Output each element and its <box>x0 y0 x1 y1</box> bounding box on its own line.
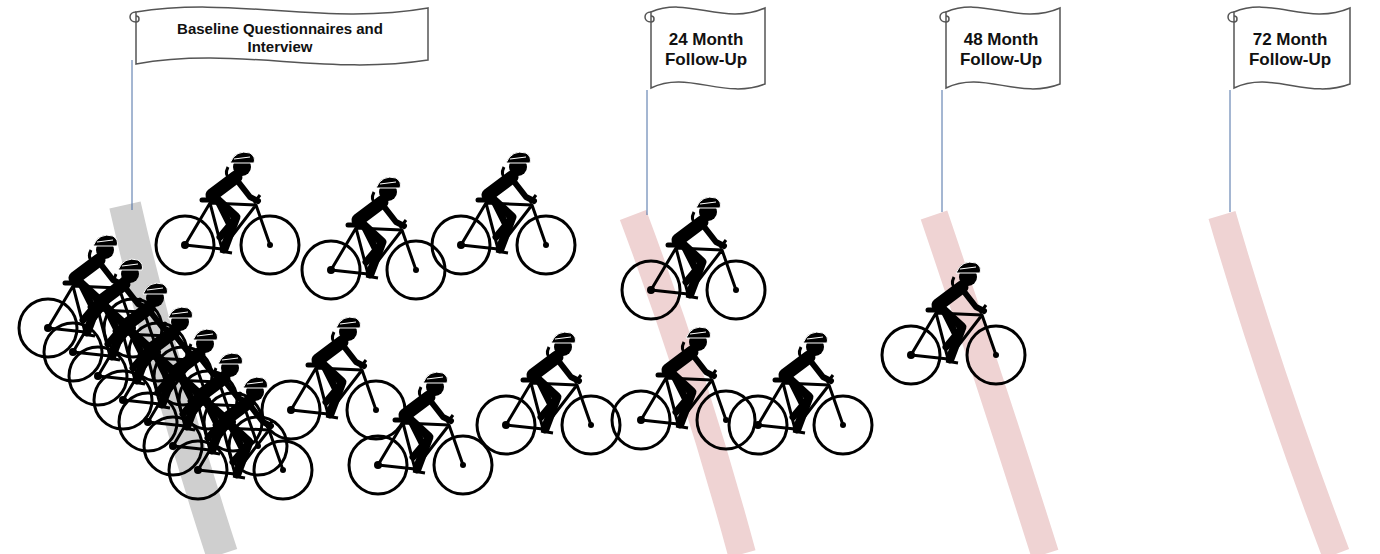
flag-banner: 72 Month Follow-Up <box>1228 2 1352 98</box>
flag-banner: 24 Month Follow-Up <box>645 2 767 98</box>
banner-curl <box>940 12 949 22</box>
banner-curl <box>645 12 654 22</box>
cyclist-figure <box>729 332 872 454</box>
cyclist-figure <box>612 327 755 449</box>
flag-label: 72 Month Follow-Up <box>1228 2 1352 98</box>
banner-curl <box>1228 12 1237 22</box>
followup-band <box>1222 215 1336 554</box>
flag-pole <box>647 90 648 215</box>
flag-pole <box>132 60 133 210</box>
cyclist-figure <box>302 177 445 299</box>
flag-banner: Baseline Questionnaires and Interview <box>130 2 430 74</box>
flag-pole <box>942 90 943 212</box>
cyclists <box>19 152 1025 499</box>
cyclist-figure <box>349 372 492 494</box>
cyclist-figure <box>622 197 765 319</box>
cyclist-figure <box>156 152 299 274</box>
cyclist-figure <box>144 353 287 475</box>
flag-label: 48 Month Follow-Up <box>940 2 1062 98</box>
flag-label: 24 Month Follow-Up <box>645 2 767 98</box>
flag-label: Baseline Questionnaires and Interview <box>130 2 430 74</box>
flag-poles <box>132 60 1230 215</box>
timepoint-bands <box>125 205 1336 554</box>
flag-banner: 48 Month Follow-Up <box>940 2 1062 98</box>
cyclist-figure <box>882 262 1025 384</box>
cyclist-figure <box>432 152 575 274</box>
flag-pole <box>1230 90 1231 212</box>
cyclist-figure <box>262 317 405 439</box>
cyclist-figure <box>477 332 620 454</box>
banner-curl <box>130 12 139 22</box>
